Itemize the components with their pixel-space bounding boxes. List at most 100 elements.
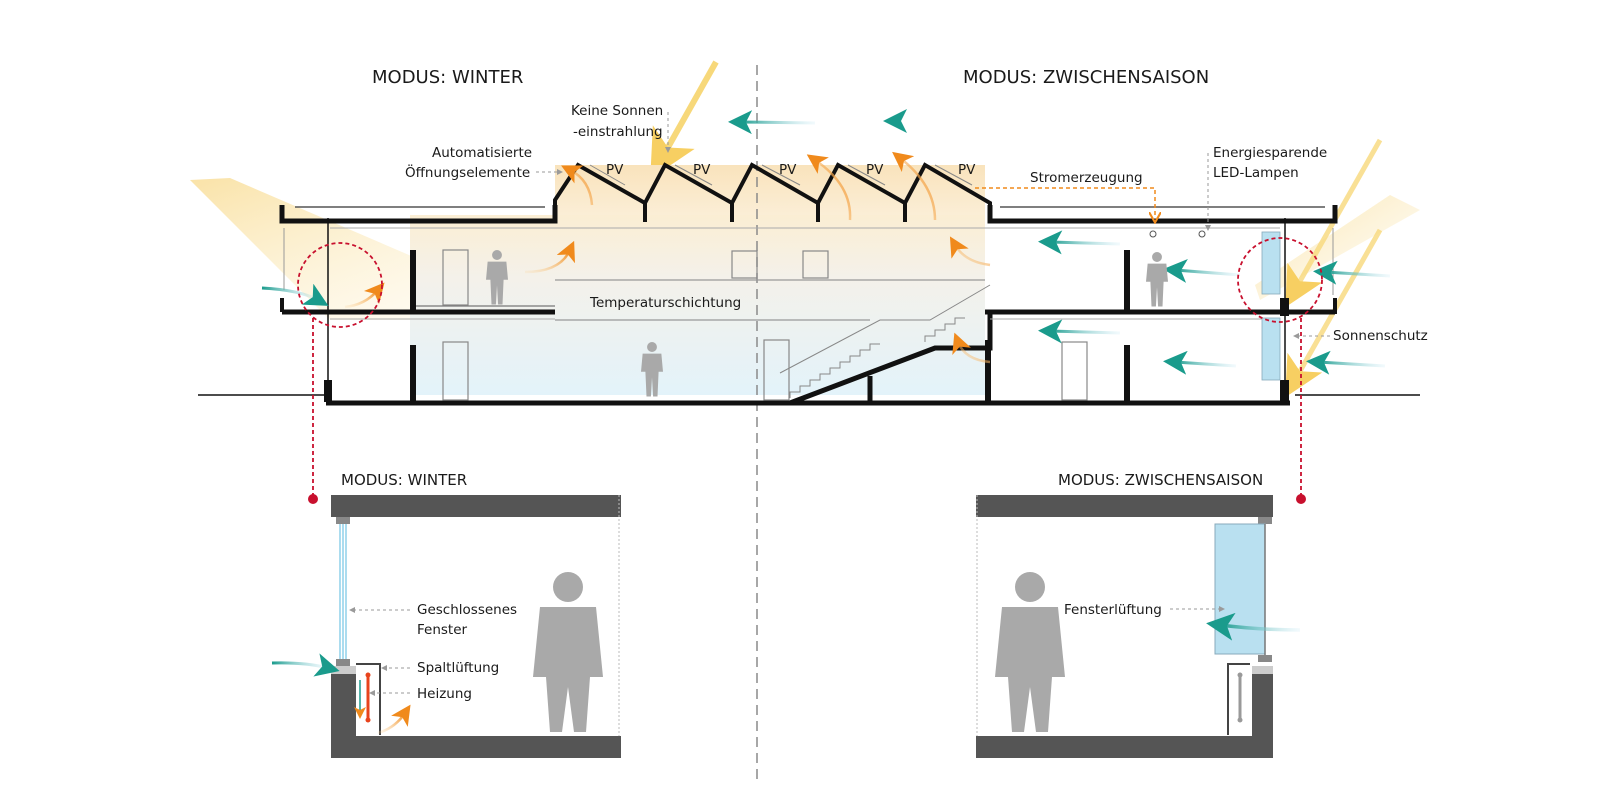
label-oeffnungselemente: Öffnungselemente xyxy=(405,163,530,181)
label-sonnenschutz: Sonnenschutz xyxy=(1333,328,1428,344)
heater-node xyxy=(365,672,371,678)
pv-label: PV xyxy=(779,162,797,178)
person-icon xyxy=(486,250,508,305)
window-sill xyxy=(1258,655,1272,662)
pv-label: PV xyxy=(693,162,711,178)
window-head xyxy=(1258,517,1272,524)
label-automatisierte: Automatisierte xyxy=(432,145,532,161)
door-3 xyxy=(731,250,758,279)
led-lamp-icon xyxy=(1149,230,1157,238)
detail-markers xyxy=(297,237,1323,498)
person-silhouette-large xyxy=(533,572,603,732)
pv-label: PV xyxy=(606,162,624,178)
sawtooth-roof xyxy=(553,162,992,222)
label-led-lampen: LED-Lampen xyxy=(1213,165,1299,181)
warm-air-arrow xyxy=(561,165,594,206)
cool-air-arrow xyxy=(1163,350,1237,375)
heater-node xyxy=(1237,672,1243,678)
open-window xyxy=(1214,523,1266,655)
leader-lines xyxy=(349,607,410,696)
parapet-vent xyxy=(331,666,356,674)
label-heizung: Heizung xyxy=(417,686,472,702)
cool-air-arrow xyxy=(1313,260,1391,285)
closed-window xyxy=(339,524,347,659)
label-geschlossenes: Geschlossenes xyxy=(417,602,517,618)
person-icon xyxy=(641,342,663,397)
detail-ceiling xyxy=(976,495,1273,517)
cool-air-arrows xyxy=(261,109,1391,375)
person-silhouettes xyxy=(486,250,1168,397)
door-4 xyxy=(802,250,829,279)
warm-air-arrow xyxy=(377,704,411,735)
heater-node xyxy=(365,717,371,723)
detail-ceiling xyxy=(331,495,621,517)
detail-title-zwischensaison: MODUS: ZWISCHENSAISON xyxy=(1058,471,1263,489)
cool-air-arrow xyxy=(1038,319,1121,344)
cool-air-arrow xyxy=(1163,258,1241,283)
glazing-right-upper xyxy=(1261,231,1281,295)
warm-air-arrow xyxy=(524,240,575,274)
label-energiesparende: Energiesparende xyxy=(1213,145,1327,161)
cool-air-arrow xyxy=(271,653,340,677)
detail-winter: MODUS: WINTER Geschlossenes Fenster xyxy=(271,471,621,758)
pv-label: PV xyxy=(866,162,884,178)
person-silhouette-large xyxy=(995,572,1065,732)
warm-air-arrow xyxy=(806,154,852,221)
cool-air-arrow xyxy=(1306,350,1386,375)
detail-floor xyxy=(976,736,1273,758)
detail-floor xyxy=(331,736,621,758)
label-fenster: Fenster xyxy=(417,622,468,638)
label-temperaturschichtung: Temperaturschichtung xyxy=(589,295,741,311)
heater-cover xyxy=(1227,663,1250,735)
door-5 xyxy=(763,339,790,401)
parapet-vent xyxy=(1252,666,1273,674)
window-head xyxy=(336,517,350,524)
wall-stub-right-2 xyxy=(1280,380,1289,402)
detail-zwischensaison: MODUS: ZWISCHENSAISON Fensterlüftung xyxy=(976,471,1301,758)
pv-panels xyxy=(589,164,973,186)
warm-air-arrow xyxy=(952,332,991,364)
title-zwischensaison: MODUS: ZWISCHENSAISON xyxy=(963,67,1209,88)
building-section xyxy=(279,162,1338,406)
title-winter: MODUS: WINTER xyxy=(372,67,523,88)
heater-cover xyxy=(356,663,381,735)
label-stromerzeugung: Stromerzeugung xyxy=(1030,170,1143,186)
cool-air-arrow xyxy=(261,283,329,306)
balcony-right xyxy=(1289,298,1337,314)
cool-air-arrow xyxy=(1038,230,1121,255)
detail-title-winter: MODUS: WINTER xyxy=(341,471,467,489)
warm-air-arrows xyxy=(344,151,991,364)
warm-air-arrow xyxy=(892,151,937,221)
glazing-right-lower xyxy=(1261,317,1281,381)
label-spaltlueftung: Spaltlüftung xyxy=(417,660,499,676)
leader-lines xyxy=(536,112,1330,339)
stair-balustrade xyxy=(779,284,991,374)
label-keine-sonnen: Keine Sonnen xyxy=(571,103,663,119)
warm-air-arrow xyxy=(949,236,991,267)
wall-stub-right-1 xyxy=(1280,298,1289,316)
detail-dot-left xyxy=(308,494,318,504)
label-einstrahlung: -einstrahlung xyxy=(573,124,663,140)
detail-circle-right xyxy=(1237,237,1323,323)
parapet-wall xyxy=(331,674,356,736)
person-icon xyxy=(1146,252,1168,307)
door-2 xyxy=(442,341,469,401)
led-lamp-icon xyxy=(1198,230,1206,238)
stromerzeugung-line xyxy=(975,187,1155,218)
cool-air-arrow xyxy=(1206,612,1301,641)
door-6 xyxy=(1061,341,1088,401)
pv-label: PV xyxy=(958,162,976,178)
parapet-wall xyxy=(1252,674,1273,736)
sun-arrow-top xyxy=(650,60,719,179)
heater-node xyxy=(1237,717,1243,723)
cool-air-arrow xyxy=(728,110,816,135)
door-1 xyxy=(442,249,469,306)
detail-circle-left xyxy=(297,242,383,328)
stair-steps xyxy=(789,317,965,398)
detail-dot-right xyxy=(1296,494,1306,504)
window-sill xyxy=(336,659,350,666)
wall-stub-left-1 xyxy=(324,380,332,402)
label-fensterlueftung: Fensterlüftung xyxy=(1064,602,1162,618)
warm-air-arrow xyxy=(344,282,385,309)
